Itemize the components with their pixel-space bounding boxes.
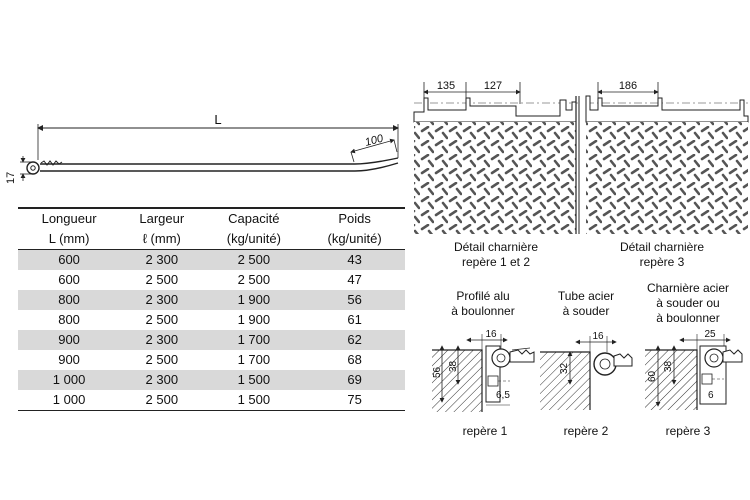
profile-repere-2: Tube acier à souder 16 32 [540, 289, 633, 410]
hinge-detail-left: 135 127 Détail charnière repère 1 et 2 [413, 80, 580, 269]
table-cell: 600 [58, 272, 80, 287]
caption-right-line2: repère 3 [640, 255, 685, 269]
table-cell: 1 500 [203, 390, 305, 411]
col-header-longueur: Longueur [41, 211, 97, 226]
caption-left-line2: repère 1 et 2 [462, 255, 530, 269]
table-cell: 2 500 [203, 249, 305, 270]
table-cell: 47 [347, 272, 362, 287]
table-cell: 900 [58, 352, 80, 367]
height-label: 17 [5, 172, 17, 184]
table-cell: 600 [18, 249, 121, 270]
hinge-detail-right: 186 Détail charnière repère 3 [585, 80, 749, 269]
table-cell: 2 500 [145, 272, 179, 287]
table-row: 600 2 500 2 500 47 [18, 270, 405, 290]
table-cell: 61 [347, 312, 362, 327]
header-row-1: Longueur Largeur Capacité Poids [18, 208, 405, 229]
profile2-title-line2: à souder [563, 304, 610, 318]
table-cell: 1 700 [237, 352, 271, 367]
table-cell: 2 300 [120, 249, 204, 270]
table-cell: 68 [347, 352, 362, 367]
table-cell: 75 [304, 390, 405, 411]
col-header-capacite: Capacité [228, 211, 280, 226]
profile1-dim-56: 56 [432, 366, 443, 378]
table-row: 900 2 500 1 700 68 [18, 350, 405, 370]
profile-repere-3: Charnière acier à souder ou à boulonner … [645, 281, 743, 410]
profile1-dim-6-5: 6,5 [496, 390, 510, 401]
profile2-title-line1: Tube acier [558, 289, 614, 303]
end-length-label: 100 [364, 132, 386, 149]
profile3-title-line1: Charnière acier [647, 281, 729, 295]
table-row: 800 2 500 1 900 61 [18, 310, 405, 330]
caption-right-line1: Détail charnière [620, 240, 704, 254]
spec-table: Longueur Largeur Capacité Poids L (mm) ℓ… [18, 207, 405, 411]
table-cell: 900 [18, 330, 121, 350]
table-cell: 1 900 [203, 290, 305, 310]
table-cell: 62 [304, 330, 405, 350]
table-cell: 1 500 [203, 370, 305, 390]
profile3-dim-25: 25 [704, 329, 716, 340]
caption-left-line1: Détail charnière [454, 240, 538, 254]
table-cell: 56 [304, 290, 405, 310]
dim-127: 127 [484, 80, 502, 92]
dim-186: 186 [619, 80, 637, 92]
dim-135: 135 [437, 80, 455, 92]
table-cell: 1 000 [18, 390, 121, 411]
col-header-poids: Poids [338, 211, 371, 226]
table-cell: 2 300 [120, 370, 204, 390]
col-header-largeur: Largeur [139, 211, 185, 226]
table-cell: 1 900 [237, 312, 271, 327]
profile1-title-line1: Profilé alu [456, 289, 509, 303]
table-cell: 800 [18, 290, 121, 310]
col-unit-poids: (kg/unité) [304, 229, 405, 250]
repere-1-label: repère 1 [463, 424, 508, 438]
table-cell: 2 300 [120, 290, 204, 310]
profile1-dim-38: 38 [448, 360, 459, 372]
profile3-dim-6: 6 [708, 390, 714, 401]
table-cell: 2 500 [145, 312, 179, 327]
ramp-side-view: L 17 100 [5, 112, 399, 184]
col-unit-largeur: ℓ (mm) [120, 229, 204, 250]
profile-repere-1: Profilé alu à boulonner 16 56 38 6,5 [432, 289, 535, 412]
profile2-dim-16: 16 [592, 331, 604, 342]
table-cell: 1 000 [18, 370, 121, 390]
table-cell: 43 [304, 249, 405, 270]
length-label: L [214, 112, 221, 127]
profile2-dim-32: 32 [559, 362, 570, 374]
profile1-title-line2: à boulonner [451, 304, 514, 318]
profile3-title-line2: à souder ou [656, 296, 719, 310]
profile1-dim-16: 16 [485, 329, 497, 340]
col-unit-longueur: L (mm) [18, 229, 121, 250]
profile3-title-line3: à boulonner [656, 311, 719, 325]
header-row-2: L (mm) ℓ (mm) (kg/unité) (kg/unité) [18, 229, 405, 250]
profile3-dim-60: 60 [647, 370, 658, 382]
repere-3-label: repère 3 [666, 424, 711, 438]
table-cell: 2 500 [145, 352, 179, 367]
table-cell: 1 700 [203, 330, 305, 350]
col-unit-capacite: (kg/unité) [203, 229, 305, 250]
table-cell: 69 [304, 370, 405, 390]
table-cell: 2 300 [120, 330, 204, 350]
profile3-dim-38: 38 [663, 360, 674, 372]
table-cell: 800 [58, 312, 80, 327]
table-cell: 2 500 [120, 390, 204, 411]
table-cell: 2 500 [237, 272, 271, 287]
repere-2-label: repère 2 [564, 424, 609, 438]
